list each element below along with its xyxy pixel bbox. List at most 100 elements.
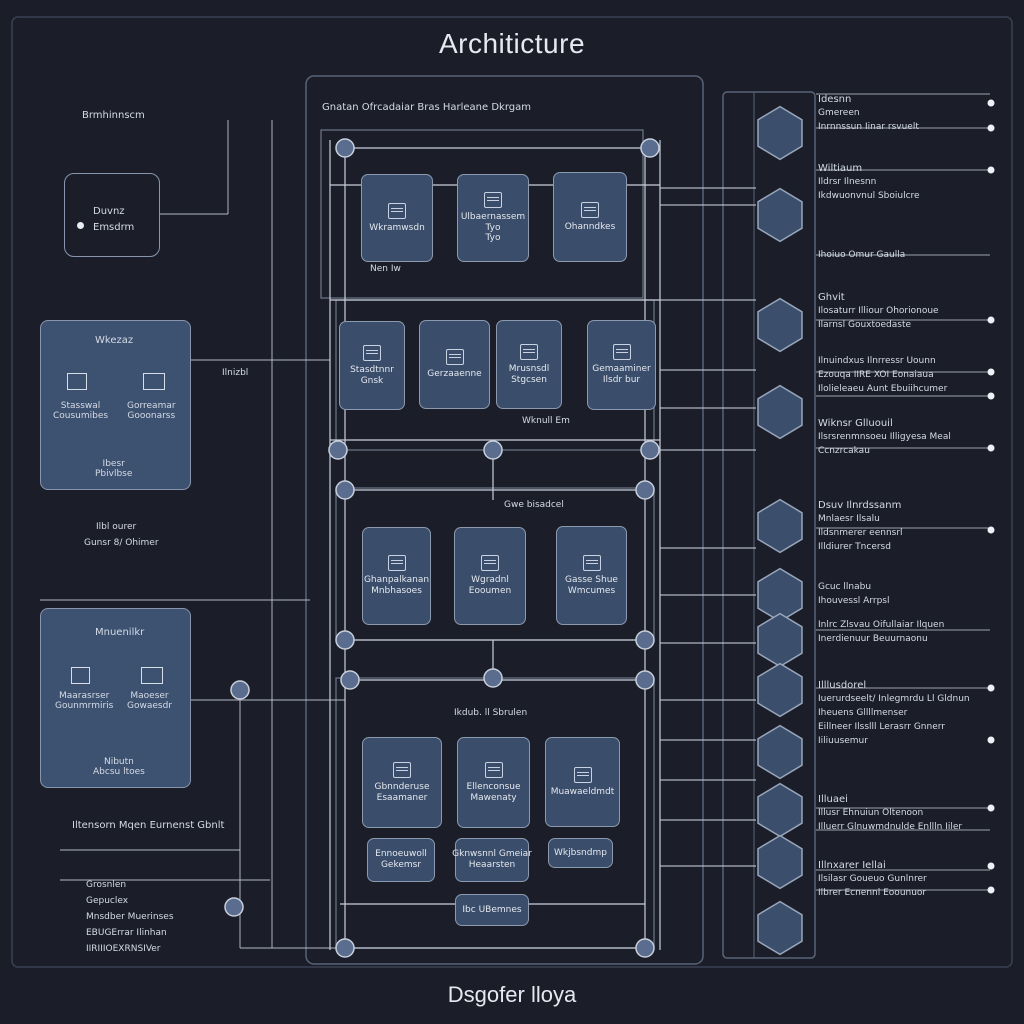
right-group-title: Illuaei	[818, 794, 848, 805]
junction-node	[335, 630, 355, 650]
service-card[interactable]: Wgradnl Eooumen	[454, 527, 526, 625]
endpoint-dot	[987, 99, 995, 107]
right-group-title: Wiknsr Glluouil	[818, 418, 893, 429]
right-group-title: Ghvit	[818, 292, 845, 303]
folder-icon	[363, 344, 381, 361]
right-annotation-line: Ikdwuonvnul Sboiulcre	[818, 191, 920, 201]
left-bottom-label: Iltensorn Mqen Eurnenst Gbnlt	[72, 820, 225, 831]
right-annotation-line: Iheuens Gllllmenser	[818, 708, 908, 718]
panel-a[interactable]: Wkezaz Stasswal Cousumibes Gorreamar Goo…	[40, 320, 191, 490]
service-card[interactable]: Ellenconsue Mawenaty	[457, 737, 530, 828]
right-annotation-line: Inerdienuur Beuurnaonu	[818, 634, 928, 644]
service-card[interactable]: Stasdtnnr Gnsk	[339, 321, 405, 410]
service-card[interactable]: Ulbaernassem Tyo Tyo	[457, 174, 529, 262]
junction-node	[230, 680, 250, 700]
panel-a-item-2: Gorreamar Gooonarss	[127, 401, 176, 421]
right-annotation-line: Iiliuusemur	[818, 736, 868, 746]
junction-node	[640, 440, 660, 460]
right-annotation-line: Mnlaesr Ilsalu	[818, 514, 880, 524]
junction-node	[640, 138, 660, 158]
endpoint-dot	[987, 804, 995, 812]
card-label: Gbnnderuse Esaamaner	[374, 781, 430, 803]
panel-a-title: Wkezaz	[95, 335, 134, 346]
junction-node	[328, 440, 348, 460]
right-annotation-line: Illdiurer Tncersd	[818, 542, 891, 552]
right-annotation-line: Ilnuindxus Ilnrressr Uounn	[818, 356, 936, 366]
service-card[interactable]: Gasse Shue Wmcumes	[556, 526, 627, 625]
card-label: Wgradnl Eooumen	[468, 575, 512, 596]
right-annotation-line: Inlrc Zlsvau Oifullaiar Ilquen	[818, 620, 945, 630]
server-icon	[573, 766, 592, 783]
device-box[interactable]: Duvnz Emsdrm	[64, 173, 160, 257]
house-icon	[581, 201, 599, 218]
small-card[interactable]: Gknwsnnl Gmeiar Heaarsten	[452, 838, 532, 882]
card-label: Wkramwsdn	[369, 222, 425, 233]
panel-b[interactable]: Mnuenilkr Maarasrser Gounmrmiris Maoeser…	[40, 608, 191, 788]
side-note-line-2: Gunsr 8/ Ohimer	[84, 538, 159, 548]
panel-b-title: Mnuenilkr	[95, 627, 145, 638]
right-annotation-line: Iuerurdseelt/ Inlegmrdu Ll Gldnun	[818, 694, 970, 704]
card-label: Ellenconsue Mawenaty	[466, 781, 521, 803]
legend-item: Mnsdber Muerinses	[86, 912, 174, 922]
endpoint-dot	[987, 124, 995, 132]
service-card[interactable]: Gemaaminer Ilsdr bur	[587, 320, 656, 410]
service-card[interactable]: Mrusnsdl Stgcsen	[496, 320, 562, 409]
card-label: Gerzaaenne	[427, 369, 482, 380]
legend-item: IIRIIIOEXRNSIVer	[86, 944, 161, 954]
junction-node	[335, 938, 355, 958]
service-card[interactable]: Gerzaaenne	[419, 320, 490, 409]
card-label: Wkjbsndmp	[554, 847, 607, 858]
junction-node	[635, 480, 655, 500]
junction-node	[335, 480, 355, 500]
endpoint-dot	[987, 392, 995, 400]
right-annotation-line: Ildrsr Ilnesnn	[818, 177, 877, 187]
legend-item: Grosnlen	[86, 880, 127, 890]
right-annotation-line: Ccnzrcakau	[818, 446, 870, 456]
hexagon-node	[757, 187, 803, 243]
building-icon	[481, 555, 499, 572]
table-icon	[143, 373, 165, 390]
document-icon	[71, 667, 90, 684]
small-card[interactable]: Wkjbsndmp	[548, 838, 613, 868]
card-label: Gasse Shue Wmcumes	[565, 574, 618, 596]
service-card[interactable]: Ghanpalkanan Mnbhasoes	[362, 527, 431, 625]
service-card[interactable]: Gbnnderuse Esaamaner	[362, 737, 442, 828]
right-annotation-line: Ilsilasr Goueuo Gunlnrer	[818, 874, 927, 884]
right-annotation-line: Ezouqa IIRE XOI Eonaiaua	[818, 370, 934, 380]
document-icon	[393, 761, 411, 778]
right-group-title: Illnxarer Iellai	[818, 860, 886, 871]
card-label: Muawaeldmdt	[550, 786, 615, 797]
right-annotation-line: Gcuc llnabu	[818, 582, 872, 592]
card-label: Ulbaernassem Tyo Tyo	[460, 211, 526, 244]
endpoint-dot	[987, 526, 995, 534]
service-card[interactable]: Ohanndkes	[553, 172, 627, 262]
endpoint-dot	[987, 444, 995, 452]
small-card[interactable]: Ennoeuwoll Gekemsr	[367, 838, 435, 882]
panel-a-footer: Ibesr Pbivlbse	[95, 459, 133, 479]
device-line-2: Emsdrm	[93, 222, 135, 233]
service-card[interactable]: Wkramwsdn	[361, 174, 433, 262]
right-annotation-line: Ildsnmerer eennsrl	[818, 528, 903, 538]
panel-b-footer: Nibutn Abcsu ltoes	[93, 757, 145, 777]
right-annotation-line: Illusr Ehnuiun Oltenoon	[818, 808, 924, 818]
legend-item: Gepuclex	[86, 896, 129, 906]
legend-item: EBUGErrar Ilinhan	[86, 928, 167, 938]
service-card[interactable]: Muawaeldmdt	[545, 737, 620, 827]
right-annotation-line: Ilsrsrenmnsoeu Illigyesa Meal	[818, 432, 951, 442]
junction-node	[635, 670, 655, 690]
document-icon	[520, 343, 538, 360]
junction-node	[635, 630, 655, 650]
left-top-label: Brmhinnscm	[82, 110, 145, 121]
document-icon	[387, 555, 406, 572]
endpoint-dot	[987, 736, 995, 744]
hexagon-node	[757, 724, 803, 780]
card-label: Ohanndkes	[564, 221, 616, 232]
endpoint-dot	[987, 368, 995, 376]
side-note-line-1: Ilbl ourer	[96, 522, 137, 532]
endpoint-dot	[987, 684, 995, 692]
small-card[interactable]: Ibc UBemnes	[455, 894, 529, 926]
hexagon-node	[757, 105, 803, 161]
hexagon-node	[757, 612, 803, 668]
house-icon	[388, 202, 406, 219]
